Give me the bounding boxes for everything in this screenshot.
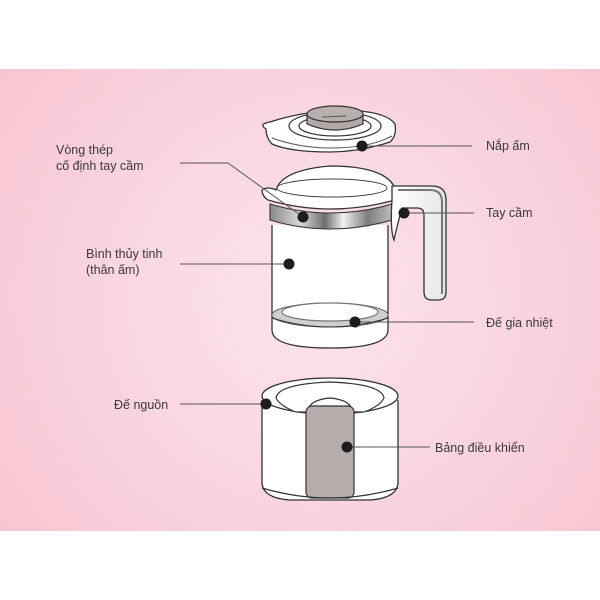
handle [390, 185, 447, 301]
callout-dot-control-panel [341, 441, 353, 453]
callout-dot-handle [398, 207, 410, 219]
label-glass-body: Bình thủy tinh (thân ấm) [86, 246, 162, 278]
label-lid: Nắp ấm [486, 139, 530, 153]
label-steel-ring: Vòng thép cố định tay cầm [56, 142, 144, 174]
label-steel-ring-line1: Vòng thép [56, 143, 113, 157]
label-power-base: Đế nguồn [114, 398, 169, 412]
callout-dots [260, 140, 410, 453]
label-control-panel: Bảng điều khiển [435, 441, 525, 455]
glass-pot [261, 165, 396, 349]
callout-dot-lid [356, 140, 368, 152]
label-heating-base: Đế gia nhiệt [486, 316, 553, 330]
label-glass-body-line2: (thân ấm) [86, 263, 140, 277]
callout-dot-power-base [260, 398, 272, 410]
power-base [261, 377, 399, 501]
callout-dot-steel-ring [297, 211, 309, 223]
label-steel-ring-line2: cố định tay cầm [56, 159, 144, 173]
callout-dot-glass-body [283, 258, 295, 270]
leader-lines [180, 145, 474, 448]
label-glass-body-line1: Bình thủy tinh [86, 247, 163, 261]
label-handle: Tay cầm [486, 206, 533, 220]
lid [262, 105, 397, 153]
callout-dot-heating-base [349, 316, 361, 328]
